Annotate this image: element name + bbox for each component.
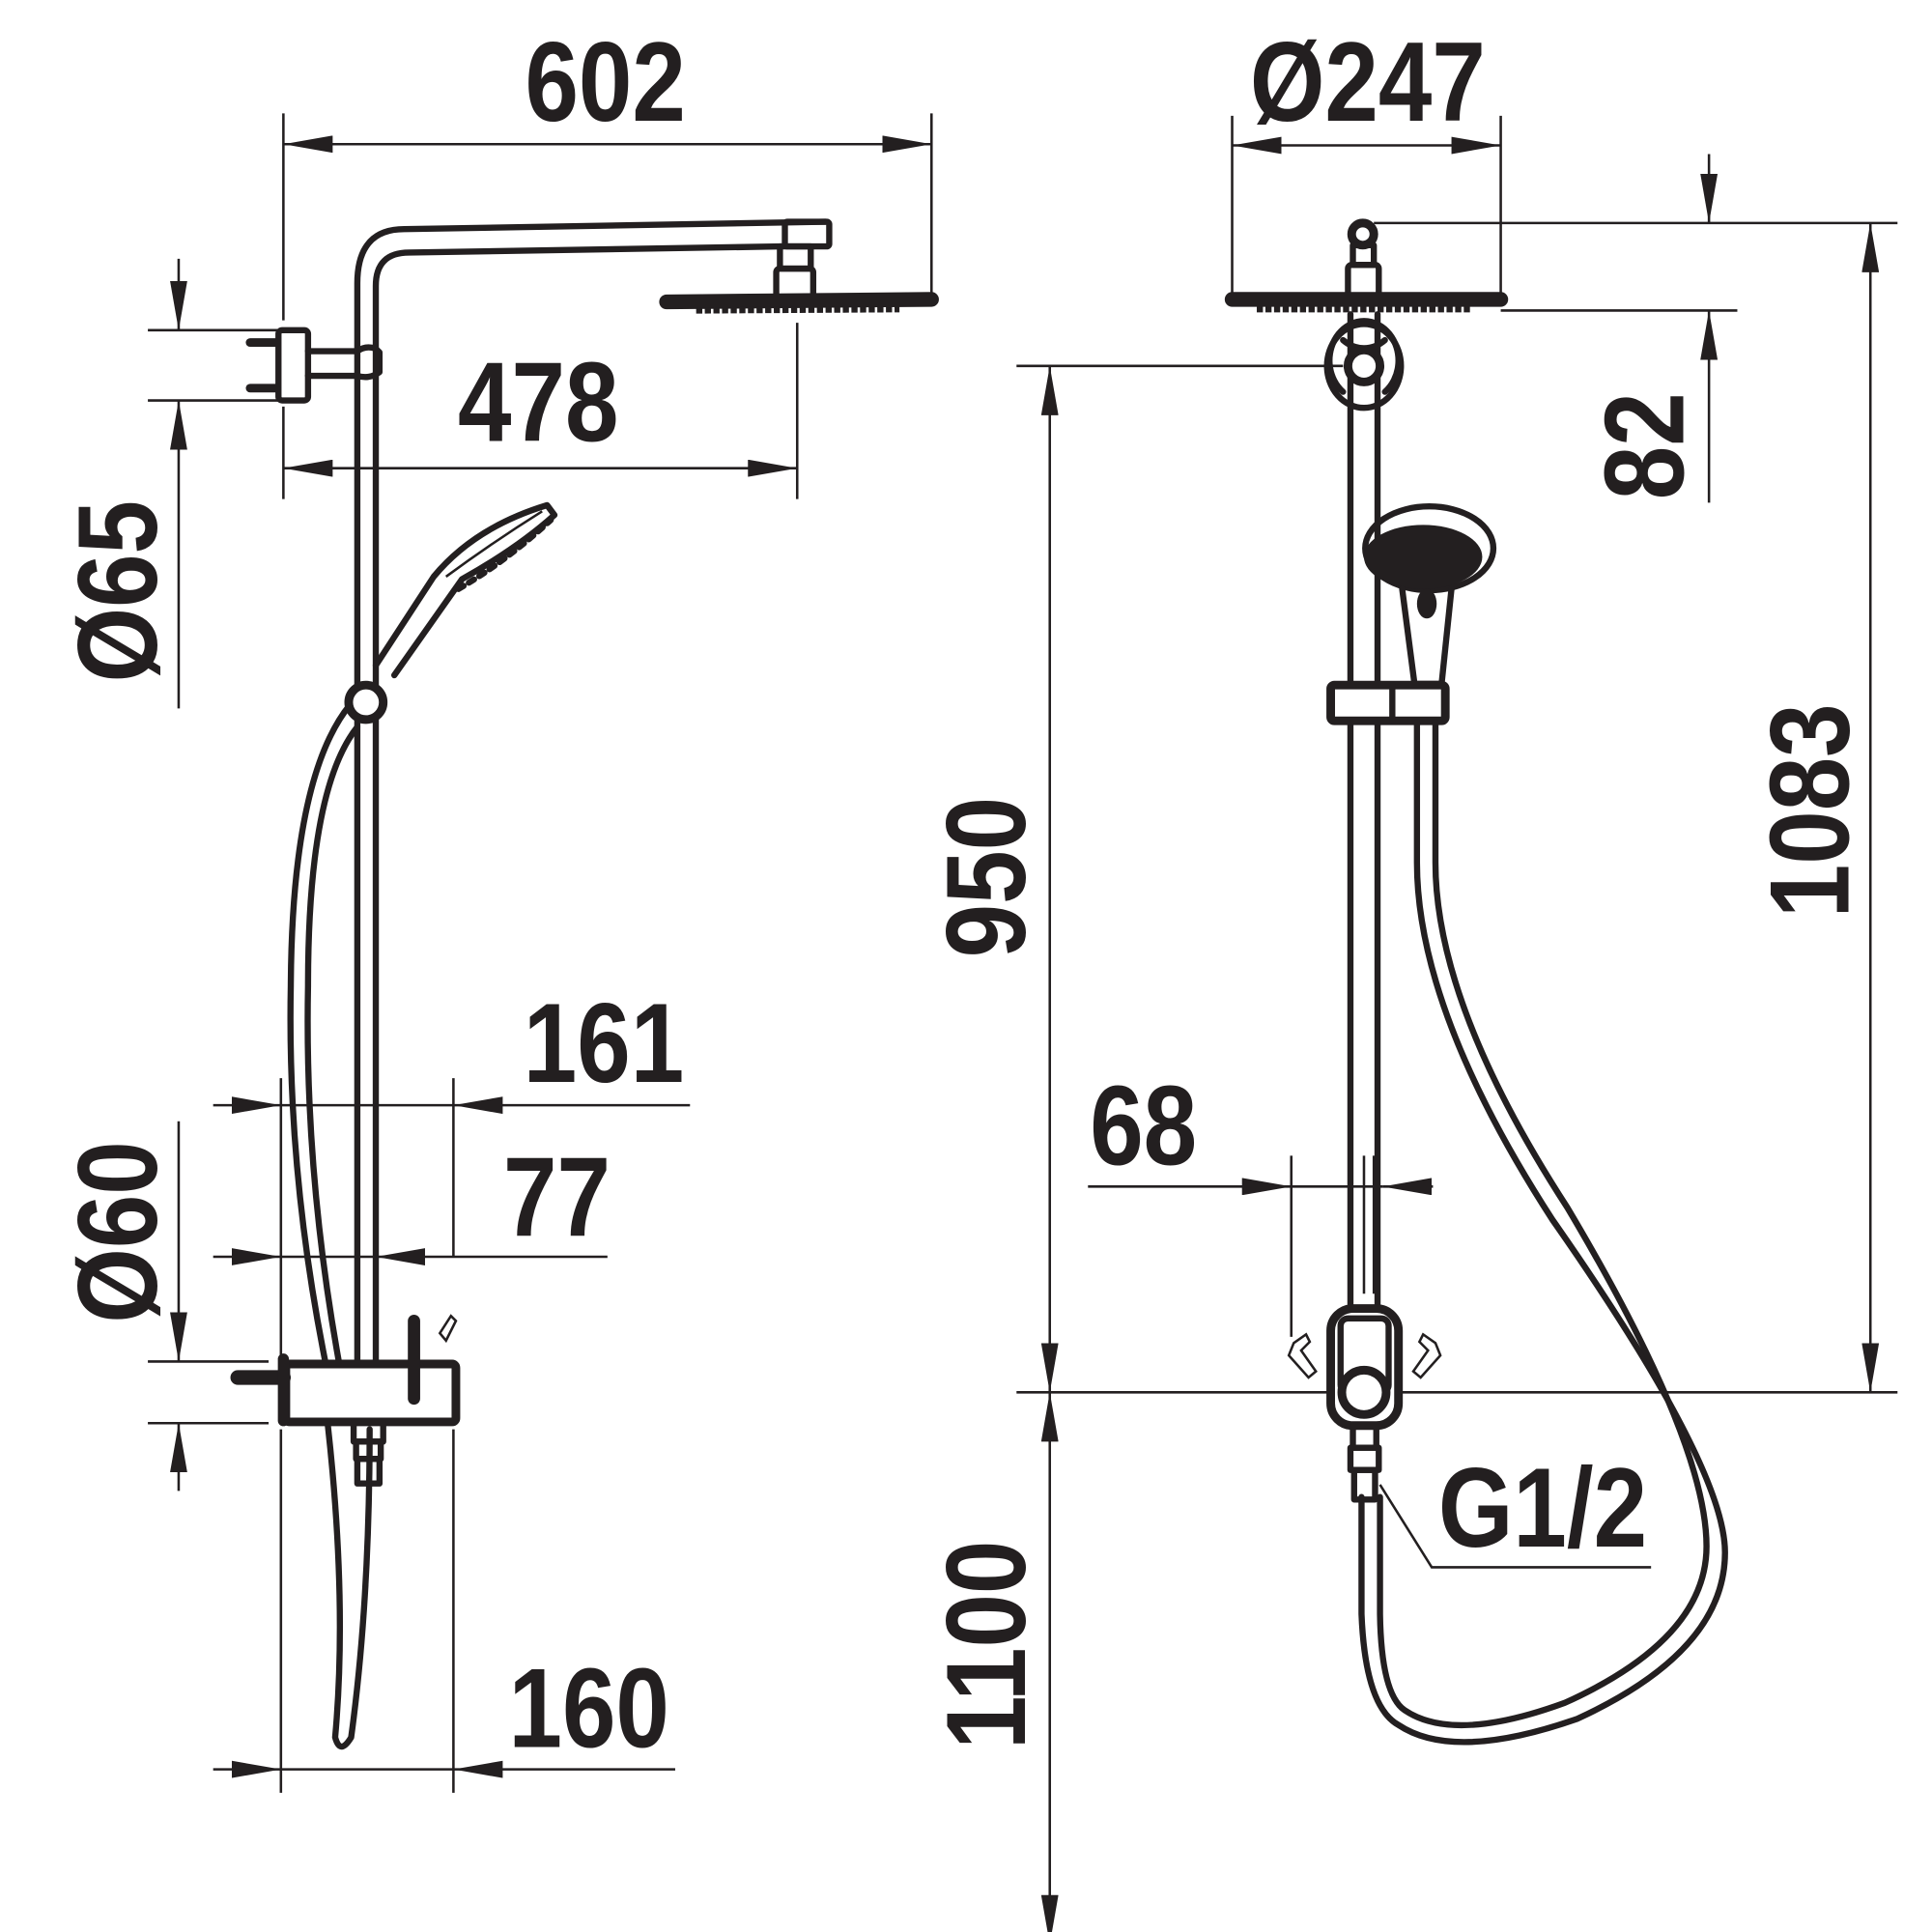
dimension-1083: 1083 [1747, 222, 1880, 1393]
overhead-shower-front [1224, 218, 1509, 313]
dim-161-label: 161 [524, 980, 684, 1106]
dim-68-label: 68 [1090, 1063, 1197, 1189]
rail-front [1323, 311, 1405, 1316]
dimension-68: 68 [1088, 1063, 1434, 1337]
hand-shower-front [1362, 503, 1497, 688]
dim-d65-label: Ø65 [54, 500, 181, 683]
dim-d247-label: Ø247 [1250, 18, 1486, 145]
hand-shower-side [372, 501, 558, 679]
dimension-1100: 1100 [923, 1392, 1059, 1932]
dim-602-label: 602 [525, 18, 685, 145]
hose-front [1358, 719, 1728, 1746]
dimension-478: 478 [282, 323, 799, 499]
dimension-160: 160 [213, 1429, 675, 1793]
mixer-front [1287, 1304, 1442, 1503]
thread-label: G1/2 [1438, 1444, 1647, 1571]
dimension-602: 602 [282, 18, 933, 321]
hose-side [287, 701, 373, 1750]
overhead-shower-side [659, 242, 939, 314]
dim-1100-label: 1100 [923, 1541, 1050, 1749]
dimension-82: 82 [1374, 154, 1898, 503]
dim-950-label: 950 [923, 797, 1050, 957]
dim-d60-label: Ø60 [54, 1141, 181, 1323]
dim-1083-label: 1083 [1747, 703, 1873, 918]
dimension-d247: Ø247 [1231, 18, 1502, 302]
slider-knob-side [344, 680, 388, 724]
dim-82-label: 82 [1581, 392, 1708, 499]
dimension-161: 161 [213, 980, 691, 1356]
thread-callout: G1/2 [1378, 1444, 1652, 1572]
slider-bracket-front [1326, 680, 1450, 725]
mixer-side [230, 1314, 461, 1487]
top-wall-bracket [245, 327, 384, 404]
dimension-77: 77 [213, 1134, 611, 1265]
dimension-d60: Ø60 [54, 1121, 270, 1492]
dim-160-label: 160 [508, 1645, 668, 1772]
front-view: Ø247 82 1083 950 1100 [923, 18, 1898, 1932]
dim-478-label: 478 [458, 339, 618, 466]
dim-77-label: 77 [503, 1134, 611, 1261]
side-view: 602 478 Ø65 [54, 18, 939, 1793]
dimension-d65: Ø65 [54, 258, 279, 709]
dimension-950: 950 [923, 364, 1898, 1394]
